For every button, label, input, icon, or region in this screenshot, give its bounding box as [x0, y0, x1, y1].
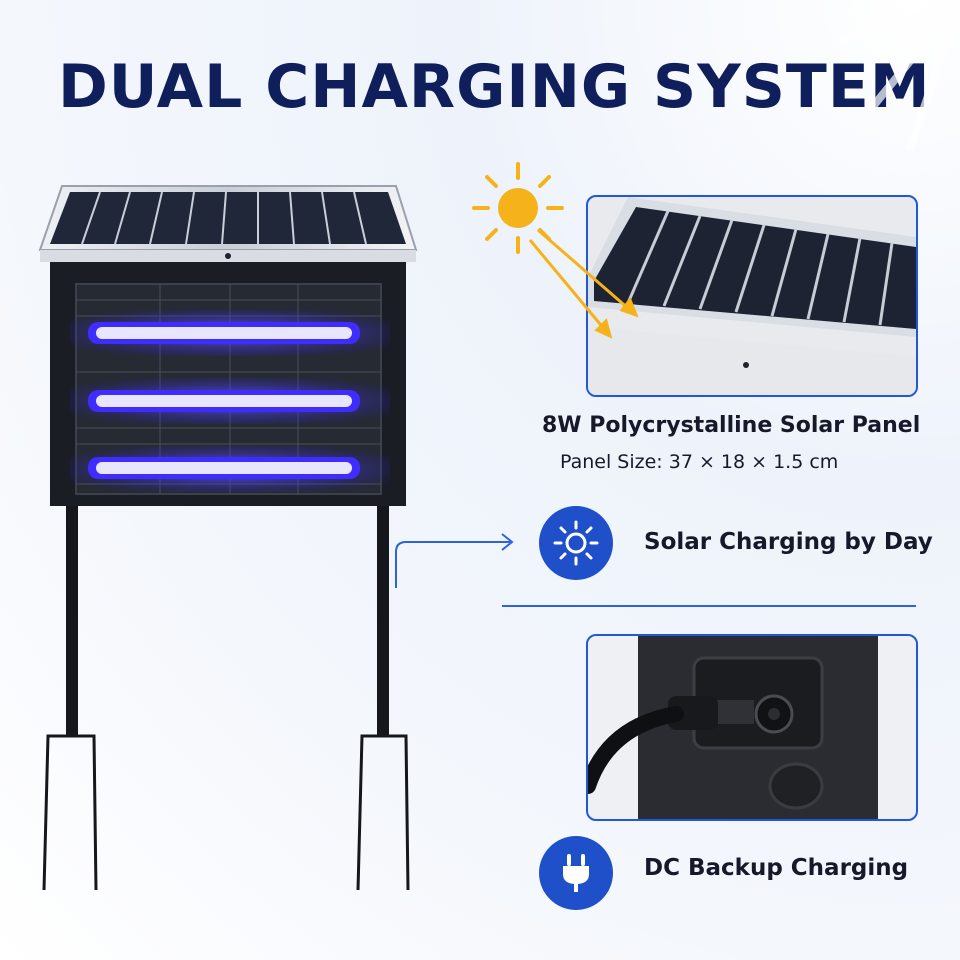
feature-dc-charging: DC Backup Charging	[644, 855, 909, 881]
solar-panel-closeup	[586, 195, 918, 397]
dc-port-closeup	[586, 634, 918, 821]
page-title: DUAL CHARGING SYSTEM	[58, 52, 931, 122]
dc-charging-icon	[539, 836, 613, 910]
uv-light-tubes	[70, 310, 390, 492]
sun-icon	[472, 162, 564, 254]
solar-panel-spec-size: Panel Size: 37 × 18 × 1.5 cm	[560, 451, 839, 473]
solar-panel-spec-name: 8W Polycrystalline Solar Panel	[542, 413, 921, 438]
solar-bug-zapper-image	[38, 185, 418, 891]
plug-icon	[563, 854, 589, 892]
solar-panel-image	[588, 197, 916, 395]
dc-port-image	[588, 636, 878, 819]
solar-charging-icon	[539, 506, 613, 580]
divider	[502, 605, 916, 607]
feature-solar-charging: Solar Charging by Day	[644, 529, 933, 555]
sun-outline-icon	[553, 520, 599, 566]
